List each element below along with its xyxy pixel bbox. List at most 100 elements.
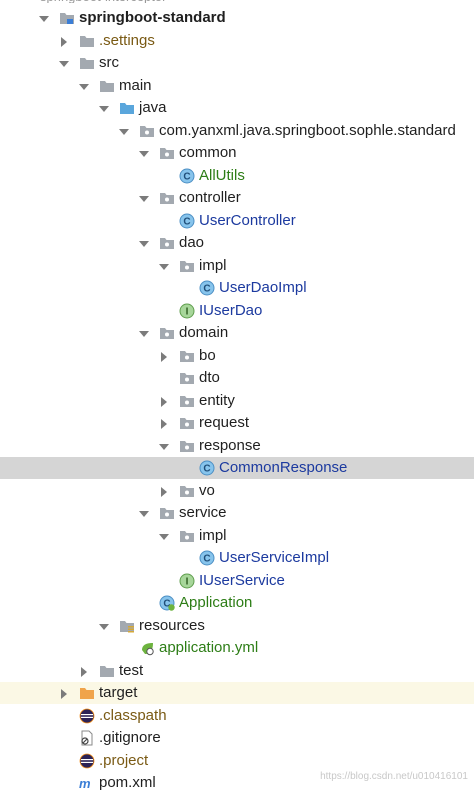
chevron-right-icon[interactable]	[78, 665, 90, 677]
tree-row-label: springboot-standard	[79, 9, 226, 26]
folder-icon	[79, 33, 95, 49]
tree-row[interactable]: application.yml	[0, 637, 474, 659]
package-icon	[179, 370, 195, 386]
svg-text:C: C	[203, 284, 210, 295]
svg-text:C: C	[183, 171, 190, 182]
tree-row-label: response	[199, 436, 261, 454]
tree-row[interactable]: main	[0, 75, 474, 97]
tree-row-label: resources	[139, 616, 205, 634]
tree-row-label: .gitignore	[99, 729, 161, 746]
folder-icon	[99, 78, 115, 94]
maven-icon: m	[79, 775, 95, 791]
tree-row[interactable]: .settings	[0, 30, 474, 52]
svg-text:C: C	[203, 464, 210, 475]
chevron-right-icon[interactable]	[58, 35, 70, 47]
chevron-down-icon[interactable]	[138, 327, 150, 339]
package-icon	[159, 325, 175, 341]
tree-row[interactable]: resources	[0, 615, 474, 637]
chevron-down-icon[interactable]	[138, 147, 150, 159]
tree-row[interactable]: src	[0, 52, 474, 74]
tree-row[interactable]: java	[0, 97, 474, 119]
interface-icon: I	[179, 573, 195, 589]
chevron-right-icon[interactable]	[158, 350, 170, 362]
spring-boot-class-icon: C	[159, 595, 175, 611]
eclipse-icon	[79, 708, 95, 724]
package-icon	[179, 258, 195, 274]
chevron-down-icon[interactable]	[158, 530, 170, 542]
package-icon	[179, 483, 195, 499]
tree-row[interactable]: dto	[0, 367, 474, 389]
chevron-down-icon[interactable]	[138, 507, 150, 519]
chevron-right-icon[interactable]	[158, 395, 170, 407]
tree-row-label: common	[179, 144, 237, 161]
tree-row-label: .classpath	[99, 706, 167, 724]
chevron-down-icon[interactable]	[118, 125, 130, 137]
tree-row[interactable]: .gitignore	[0, 727, 474, 749]
tree-row[interactable]: target	[0, 682, 474, 704]
chevron-down-icon[interactable]	[138, 237, 150, 249]
chevron-right-icon[interactable]	[158, 485, 170, 497]
package-icon	[179, 438, 195, 454]
tree-row[interactable]: test	[0, 660, 474, 682]
tree-row-label: UserDaoImpl	[219, 279, 307, 296]
tree-row-label: .settings	[99, 31, 155, 49]
tree-row-label: main	[119, 76, 152, 94]
tree-row[interactable]: controller	[0, 187, 474, 209]
chevron-down-icon[interactable]	[158, 260, 170, 272]
tree-row-label: application.yml	[159, 639, 259, 656]
tree-row-label: src	[99, 54, 119, 71]
tree-row-label: pom.xml	[99, 774, 156, 791]
tree-row[interactable]: bo	[0, 345, 474, 367]
partial-tree-row: springboot-interceptor	[40, 0, 166, 3]
chevron-down-icon[interactable]	[78, 80, 90, 92]
svg-text:m: m	[79, 776, 91, 791]
resources-folder-icon	[119, 618, 135, 634]
chevron-down-icon[interactable]	[38, 12, 50, 24]
tree-row-label: entity	[199, 391, 235, 409]
tree-row[interactable]: response	[0, 435, 474, 457]
tree-row-label: AllUtils	[199, 166, 245, 184]
tree-row-label: java	[139, 99, 167, 116]
chevron-right-icon[interactable]	[158, 417, 170, 429]
tree-row[interactable]: dao	[0, 232, 474, 254]
tree-row[interactable]: com.yanxml.java.springboot.sophle.standa…	[0, 120, 474, 142]
package-icon	[159, 505, 175, 521]
tree-row[interactable]: common	[0, 142, 474, 164]
package-icon	[179, 348, 195, 364]
package-icon	[159, 145, 175, 161]
tree-row[interactable]: vo	[0, 480, 474, 502]
tree-row[interactable]: C UserDaoImpl	[0, 277, 474, 299]
eclipse-icon	[79, 753, 95, 769]
tree-row[interactable]: impl	[0, 255, 474, 277]
folder-icon	[79, 55, 95, 71]
tree-row[interactable]: C AllUtils	[0, 165, 474, 187]
tree-row-label: com.yanxml.java.springboot.sophle.standa…	[159, 121, 456, 139]
tree-row-label: test	[119, 661, 144, 679]
tree-row[interactable]: impl	[0, 525, 474, 547]
chevron-right-icon[interactable]	[58, 687, 70, 699]
tree-row[interactable]: .classpath	[0, 705, 474, 727]
chevron-down-icon[interactable]	[98, 620, 110, 632]
tree-row-label: request	[199, 414, 250, 431]
tree-row[interactable]: springboot-standard	[0, 7, 474, 29]
svg-text:C: C	[163, 599, 170, 610]
tree-row[interactable]: domain	[0, 322, 474, 344]
package-icon	[159, 190, 175, 206]
chevron-down-icon[interactable]	[138, 192, 150, 204]
svg-text:C: C	[203, 554, 210, 565]
tree-row[interactable]: service	[0, 502, 474, 524]
tree-row[interactable]: .project	[0, 750, 474, 772]
chevron-down-icon[interactable]	[158, 440, 170, 452]
tree-row-label: .project	[99, 751, 149, 769]
chevron-down-icon[interactable]	[98, 102, 110, 114]
chevron-down-icon[interactable]	[58, 57, 70, 69]
package-icon	[139, 123, 155, 139]
tree-row[interactable]: request	[0, 412, 474, 434]
tree-row[interactable]: entity	[0, 390, 474, 412]
